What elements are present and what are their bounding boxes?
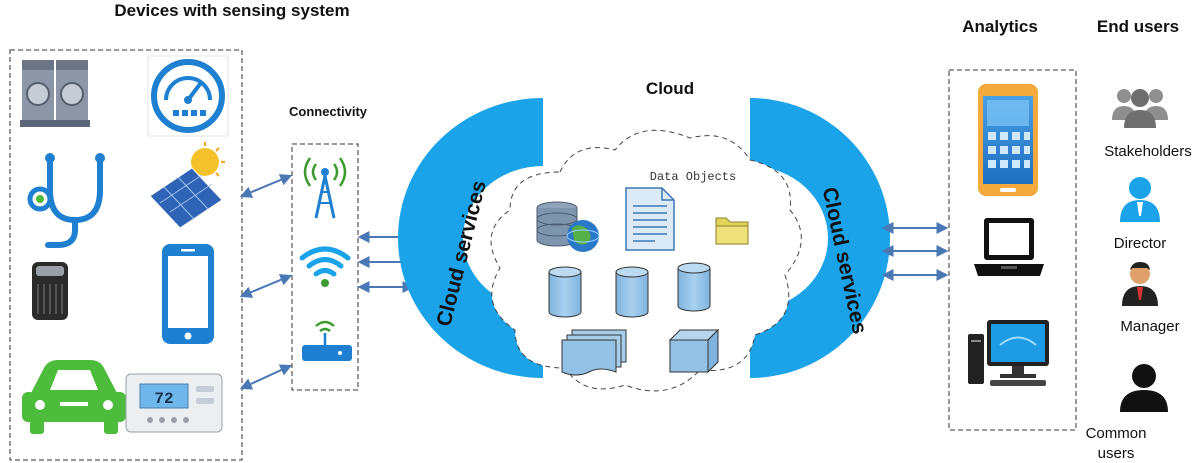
storage-cylinder-icon bbox=[615, 266, 649, 318]
document-icon bbox=[625, 187, 675, 251]
thermostat-reading: 72 bbox=[154, 390, 173, 408]
router-icon bbox=[302, 320, 352, 361]
devices-title: Devices with sensing system bbox=[114, 1, 349, 20]
cell-tower-icon bbox=[303, 157, 347, 219]
end-users-title: End users bbox=[1097, 17, 1179, 36]
smartphone-icon bbox=[162, 244, 214, 344]
data-objects-label: Data Objects bbox=[650, 170, 736, 184]
database-globe-icon bbox=[536, 201, 600, 252]
car-icon bbox=[22, 360, 126, 434]
devices-group: 72 bbox=[9, 49, 243, 461]
wifi-icon bbox=[299, 246, 351, 287]
stakeholders-icon bbox=[1112, 89, 1168, 128]
device-arrows bbox=[239, 174, 293, 390]
director-label: Director bbox=[1114, 235, 1167, 252]
stakeholders-label: Stakeholders bbox=[1104, 143, 1192, 160]
connectivity-group bbox=[291, 143, 359, 391]
arrow-devices-wifi bbox=[239, 274, 293, 298]
common-users-label-line2: users bbox=[1098, 445, 1135, 462]
analytics-title: Analytics bbox=[962, 17, 1038, 36]
air-purifier-icon bbox=[32, 262, 68, 320]
arrow-devices-tower bbox=[239, 174, 293, 198]
arrow-devices-router bbox=[239, 364, 293, 390]
manager-icon bbox=[1122, 262, 1158, 306]
stethoscope-icon bbox=[27, 153, 105, 248]
storage-cylinder-icon bbox=[677, 262, 711, 312]
common-users-label-line1: Common bbox=[1086, 425, 1147, 442]
cloud-outline bbox=[490, 129, 802, 392]
connectivity-title: Connectivity bbox=[289, 104, 368, 119]
devices-box bbox=[9, 49, 243, 461]
analytics-group bbox=[948, 69, 1077, 431]
folder-icon bbox=[715, 217, 749, 245]
director-icon bbox=[1120, 177, 1160, 222]
end-users-group: Stakeholders Director Manager Common use… bbox=[1086, 89, 1192, 462]
analytics-smartphone-icon bbox=[978, 84, 1038, 196]
stacked-documents-icon bbox=[561, 329, 627, 376]
manager-label: Manager bbox=[1120, 318, 1179, 335]
data-cloud: Data Objects bbox=[490, 129, 802, 392]
cube-icon bbox=[668, 328, 720, 374]
thermostat-icon: 72 bbox=[125, 373, 223, 433]
laptop-icon bbox=[974, 218, 1044, 276]
washing-machine-icon bbox=[20, 60, 90, 127]
common-user-icon bbox=[1120, 364, 1168, 412]
analytics-arrows bbox=[881, 222, 949, 281]
storage-cylinder-icon bbox=[548, 266, 582, 318]
analytics-box bbox=[948, 69, 1077, 431]
solar-panel-icon bbox=[149, 142, 225, 229]
cloud-title: Cloud bbox=[646, 79, 694, 98]
desktop-computer-icon bbox=[968, 320, 1049, 386]
speedometer-icon bbox=[147, 55, 229, 137]
